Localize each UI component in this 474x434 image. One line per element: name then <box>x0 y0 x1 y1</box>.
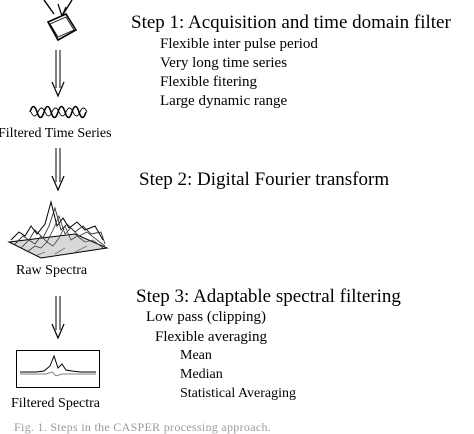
caption-raw-spectra: Raw Spectra <box>16 263 88 278</box>
arrow-down-3 <box>51 296 65 340</box>
caption-filtered-time-series: Filtered Time Series <box>0 126 112 141</box>
step-3-title: Step 3: Adaptable spectral filtering <box>136 286 401 307</box>
arrow-down-2 <box>51 148 65 192</box>
time-series-wave-icon <box>29 105 88 119</box>
antenna-icon <box>43 0 78 42</box>
step-1-item-4: Large dynamic range <box>160 93 288 109</box>
step-3-item-1: Low pass (clipping) <box>146 309 266 325</box>
step-3-subitem-median: Median <box>180 367 223 382</box>
step-2-title: Step 2: Digital Fourier transform <box>139 169 390 190</box>
step-3-item-2: Flexible averaging <box>155 329 268 345</box>
caption-filtered-spectra: Filtered Spectra <box>11 396 101 411</box>
arrow-down-1 <box>51 50 65 98</box>
step-3-subitem-mean: Mean <box>180 348 212 363</box>
figure-caption: Fig. 1. Steps in the CASPER processing a… <box>14 420 272 434</box>
step-1-item-2: Very long time series <box>160 55 288 71</box>
step-1-item-1: Flexible inter pulse period <box>160 36 318 52</box>
step-1-title: Step 1: Acquisition and time domain filt… <box>131 12 451 33</box>
filtered-spectra-plot-icon <box>16 350 100 388</box>
step-3-subitem-statistical: Statistical Averaging <box>180 386 296 401</box>
step-1-item-3: Flexible fitering <box>160 74 258 90</box>
raw-spectra-surface-icon <box>7 200 109 259</box>
